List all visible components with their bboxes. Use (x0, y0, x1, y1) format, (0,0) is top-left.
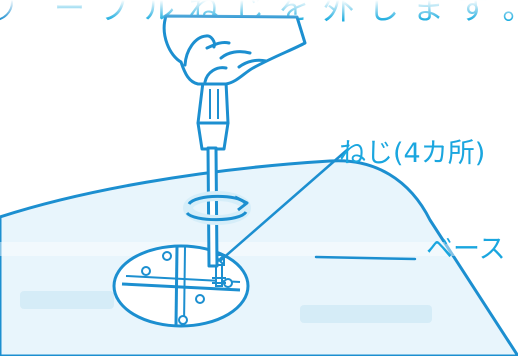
leader-lines (219, 148, 417, 262)
rotation-arrow-icon (183, 191, 251, 225)
base-label: ベース (426, 234, 506, 265)
background-ghost-text (20, 291, 432, 323)
hand-icon (162, 14, 307, 86)
mounting-holes (141, 251, 233, 325)
screwdriver-icon (196, 80, 230, 268)
screws-label: ねじ(4カ所) (339, 138, 486, 169)
